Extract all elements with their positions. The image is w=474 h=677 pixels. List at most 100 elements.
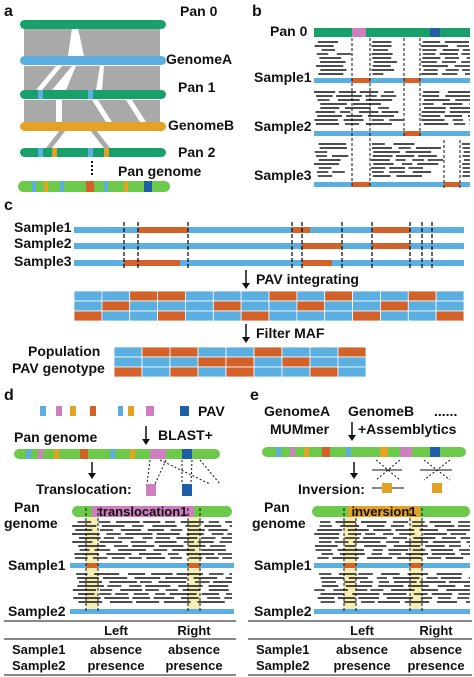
pav-cell bbox=[268, 290, 298, 302]
pav-cell bbox=[184, 310, 214, 322]
pav-cell bbox=[129, 300, 158, 312]
panel-d-map-1 bbox=[146, 459, 151, 485]
panel-c: c Sample1 Sample2 Sample3 PAV integratin… bbox=[4, 197, 465, 378]
panel-e-cross-1 bbox=[375, 459, 401, 481]
panel-d-row1-right: absence bbox=[168, 642, 220, 657]
panel-d-row2-right: presence bbox=[165, 658, 222, 673]
pav-matrix-2 bbox=[113, 346, 367, 378]
pg-seg-5 bbox=[104, 181, 108, 192]
panel-c-sample1-bar bbox=[74, 227, 464, 233]
pav-cell bbox=[197, 366, 227, 378]
panel-e-pan-line1: Pan bbox=[264, 499, 290, 515]
panel-e-sample1-abs-left bbox=[344, 563, 356, 568]
pav-cell bbox=[240, 300, 270, 312]
pan2-segment-2 bbox=[52, 148, 57, 157]
panel-d-pg-seg-1 bbox=[26, 449, 31, 459]
pav-cell bbox=[197, 356, 227, 368]
panel-b-sample3-abs1 bbox=[352, 182, 370, 187]
panel-b-letter: b bbox=[252, 3, 262, 20]
pav-legend-2 bbox=[56, 406, 62, 416]
pav-cell bbox=[296, 290, 326, 302]
pav-cell bbox=[141, 366, 171, 378]
panel-e-inversion-box-1 bbox=[382, 483, 392, 493]
panel-e: e GenomeA GenomeB ...... MUMmer +Assembl… bbox=[248, 387, 472, 676]
pav-cell bbox=[407, 290, 437, 302]
pav-cell bbox=[212, 290, 242, 302]
panel-c-s1-abs2 bbox=[292, 227, 310, 233]
pav-cell bbox=[253, 366, 283, 378]
panel-d-pg-seg-7 bbox=[150, 449, 166, 459]
panel-e-letter: e bbox=[250, 387, 259, 404]
panel-d-down-arrowhead bbox=[88, 473, 96, 479]
panel-e-row1-left: absence bbox=[336, 642, 388, 657]
panel-e-sample2-label: Sample2 bbox=[254, 603, 312, 619]
pg-seg-7 bbox=[144, 181, 152, 192]
pav-legend-1 bbox=[40, 406, 46, 416]
panel-b-sample1-label: Sample1 bbox=[254, 69, 312, 85]
panel-b-sample3-bar bbox=[314, 182, 470, 187]
panel-c-arrowhead-1 bbox=[242, 283, 250, 289]
panel-b-sample1-abs1 bbox=[352, 78, 370, 83]
pan-genome-label-a: Pan genome bbox=[118, 163, 201, 179]
panel-d-reads bbox=[72, 521, 232, 603]
panel-d-sample1-label: Sample1 bbox=[8, 557, 66, 573]
pg-seg-4 bbox=[86, 181, 94, 192]
pav-cell bbox=[268, 310, 298, 322]
panel-d-pan-genome-bar bbox=[14, 449, 220, 459]
panel-d-translocation-box-1 bbox=[146, 484, 156, 496]
panel-c-arrowhead-2 bbox=[242, 337, 250, 343]
pg-seg-6 bbox=[124, 181, 128, 192]
pav-legend-5 bbox=[118, 406, 123, 416]
panel-e-pg-seg-4 bbox=[322, 447, 330, 457]
panel-c-sample2-bar bbox=[74, 243, 464, 249]
panel-d-pg-seg-6 bbox=[130, 449, 135, 459]
panel-c-s1-abs3 bbox=[372, 227, 410, 233]
pav-cell bbox=[281, 356, 311, 368]
panel-b-pan0-pink bbox=[352, 28, 366, 37]
pav-cell bbox=[225, 356, 255, 368]
synteny-a-1 bbox=[24, 28, 72, 56]
synteny-c-3 bbox=[98, 100, 140, 122]
pav-matrix-1 bbox=[73, 290, 465, 322]
pan1-segment-1 bbox=[38, 90, 43, 99]
panel-e-inversion-box-2 bbox=[432, 483, 442, 493]
pav-cell bbox=[337, 366, 367, 378]
panel-e-row1-right: absence bbox=[410, 642, 462, 657]
panel-c-s2-abs2 bbox=[372, 243, 410, 249]
panel-d-pg-seg-2 bbox=[38, 449, 43, 459]
panel-d-sample2-bar bbox=[70, 609, 234, 614]
panel-e-genomeB: GenomeB bbox=[348, 403, 414, 419]
pan1-label: Pan 1 bbox=[178, 79, 216, 95]
panel-d-sample2-label: Sample2 bbox=[8, 603, 66, 619]
pav-cell bbox=[296, 310, 326, 322]
pav-cell bbox=[240, 290, 270, 302]
pan1-segment-2 bbox=[88, 90, 93, 99]
panel-d-map-4 bbox=[190, 459, 193, 485]
pg-seg-1 bbox=[32, 181, 36, 192]
panel-d-blast-arrowhead bbox=[142, 439, 150, 445]
panel-e-row2-right: presence bbox=[407, 658, 464, 673]
panel-c-s2-abs1 bbox=[302, 243, 342, 249]
pav-cell bbox=[141, 356, 171, 368]
panel-d: d PAV Pan genome BLAST+ Transloca bbox=[4, 387, 236, 676]
pan2-segment-3 bbox=[88, 148, 93, 157]
pav-legend-6 bbox=[128, 406, 134, 416]
panel-e-sample1-bar bbox=[314, 563, 470, 568]
panel-e-row1-name: Sample1 bbox=[256, 642, 309, 657]
panel-d-pg-seg-3 bbox=[54, 449, 59, 459]
pav-cell bbox=[73, 290, 103, 302]
pav-cell bbox=[141, 346, 171, 358]
synteny-c-4 bbox=[132, 100, 160, 122]
genomeA-bar bbox=[20, 56, 166, 65]
panel-b-pan0-navy bbox=[430, 28, 440, 37]
pav-cell bbox=[379, 290, 409, 302]
population-label-line1: Population bbox=[28, 343, 100, 359]
pav-cell bbox=[73, 300, 103, 312]
synteny-d-2 bbox=[90, 130, 110, 148]
population-label-line2: PAV genotype bbox=[12, 360, 105, 376]
panel-d-pg-seg-5 bbox=[110, 449, 115, 459]
pav-cell bbox=[197, 346, 227, 358]
pav-cell bbox=[435, 300, 465, 312]
panel-d-pan-line2: genome bbox=[4, 515, 58, 531]
pav-cell bbox=[337, 356, 367, 368]
